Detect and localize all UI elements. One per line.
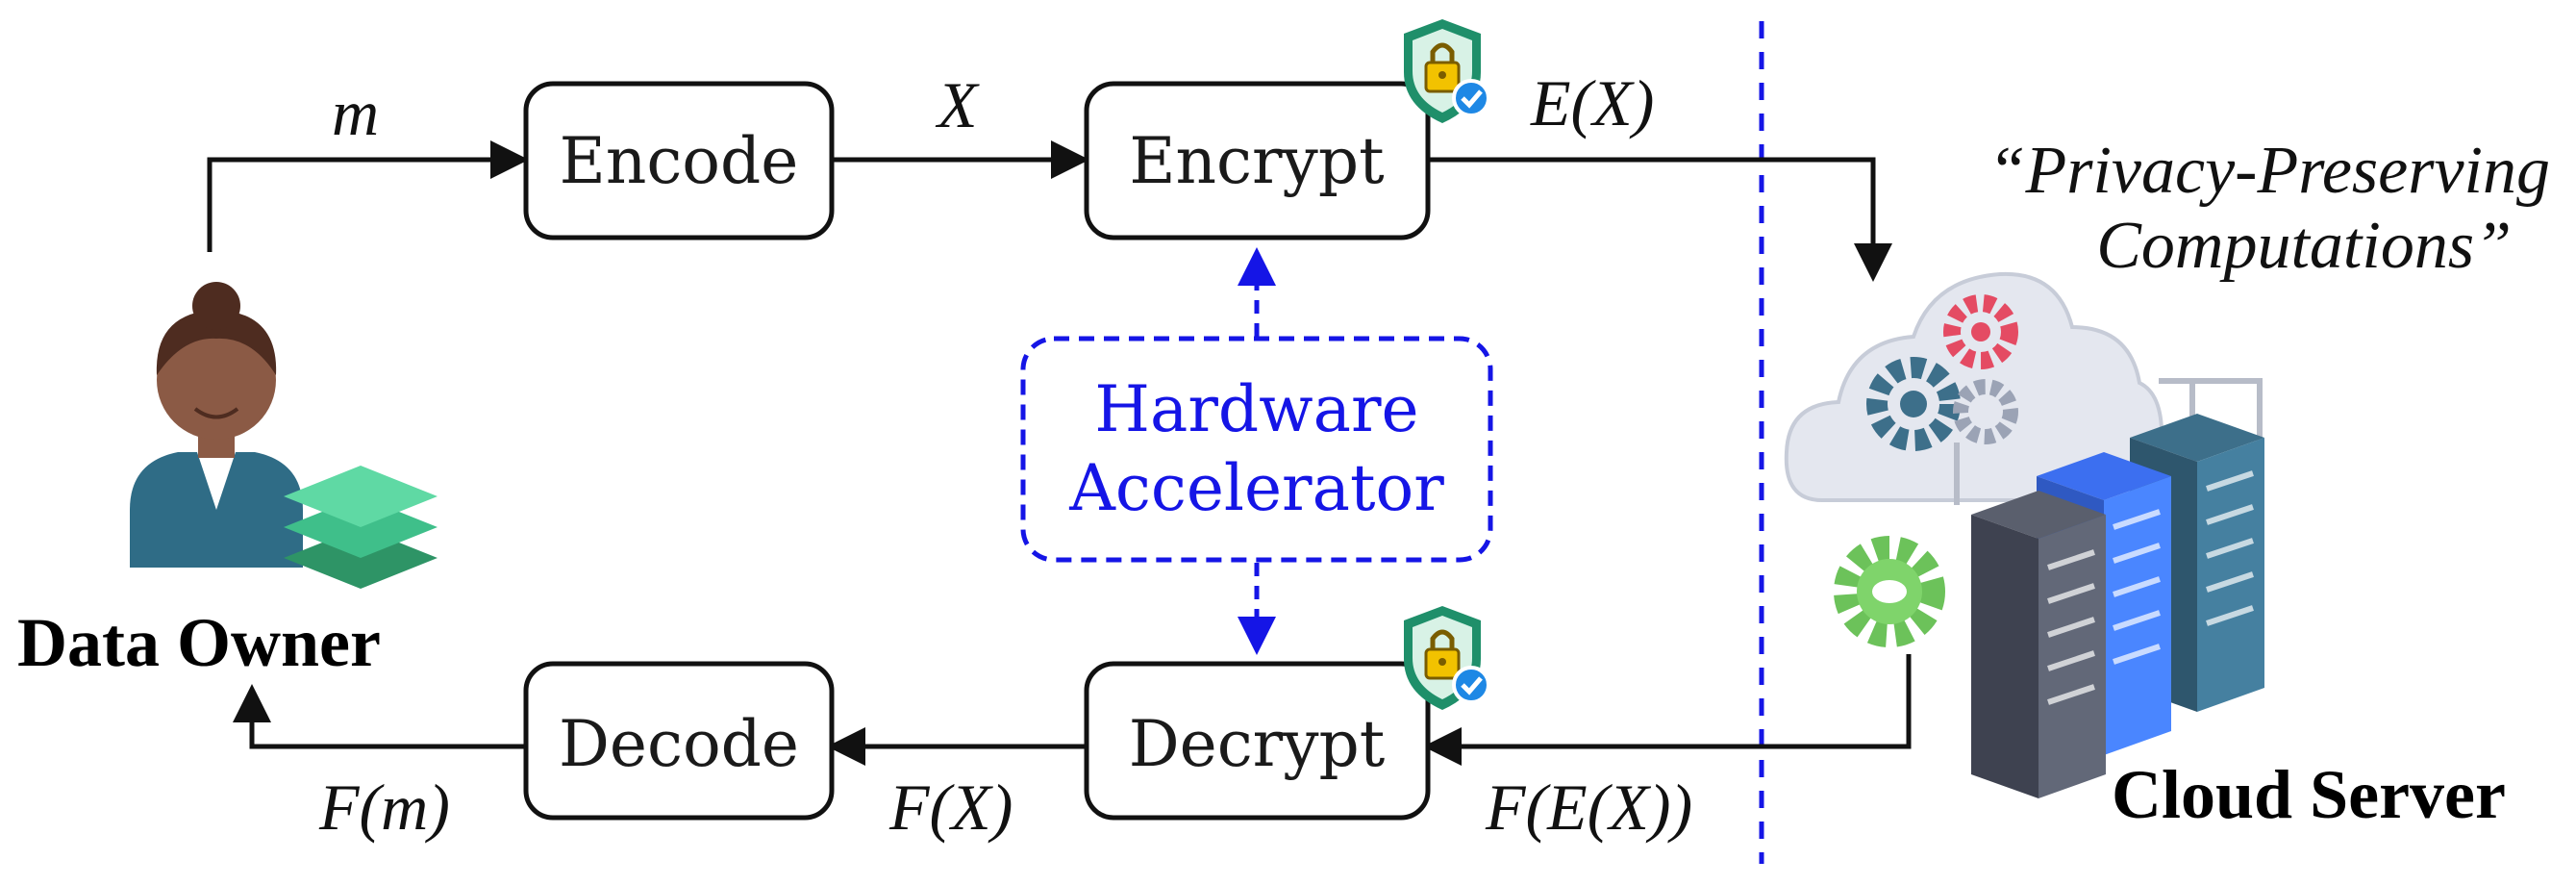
caption-line2: Computations”: [2096, 209, 2512, 283]
encrypt-step: Encrypt: [1084, 81, 1431, 240]
decrypt-label: Decrypt: [1129, 707, 1386, 781]
label-fex: F(E(X)): [1485, 771, 1692, 844]
label-fx: F(X): [888, 771, 1013, 844]
cloud-gears-icon: [1784, 271, 2164, 502]
arrow-encrypt-to-cloud: [1428, 157, 1892, 282]
hardware-accelerator: Hardware Accelerator: [1020, 336, 1493, 563]
encode-label: Encode: [560, 124, 799, 198]
decode-label: Decode: [559, 707, 799, 781]
server-rack-icon: [1971, 414, 2264, 798]
arrow-cloud-to-decrypt: [1423, 654, 1912, 766]
label-x: X: [935, 68, 980, 141]
arrow-owner-to-encode: [207, 140, 529, 252]
layers-icon: [284, 466, 438, 589]
label-ex: E(X): [1530, 66, 1654, 139]
gear-icon: [1834, 536, 1945, 647]
decode-step: Decode: [523, 661, 835, 821]
accelerator-line1: Hardware: [1094, 372, 1418, 446]
data-owner-label: Data Owner: [17, 604, 381, 681]
label-m: m: [332, 76, 379, 149]
encode-step: Encode: [523, 81, 835, 240]
arrow-decode-to-owner: [233, 684, 524, 749]
cloud-server-label: Cloud Server: [2112, 756, 2506, 833]
person-icon: [130, 282, 303, 568]
encrypt-label: Encrypt: [1129, 124, 1384, 198]
label-fm: F(m): [318, 771, 450, 844]
decrypt-step: Decrypt: [1084, 661, 1431, 821]
caption-line1: “Privacy-Preserving: [1988, 134, 2550, 208]
accelerator-line2: Accelerator: [1068, 451, 1444, 525]
